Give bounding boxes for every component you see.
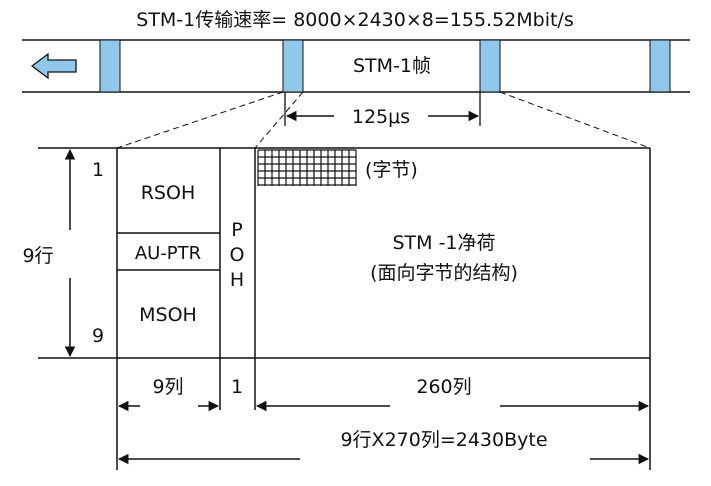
row-first-label: 1 — [92, 159, 104, 181]
row-last-label: 9 — [92, 325, 104, 347]
payload-cols-label: 260列 — [416, 376, 471, 398]
rsoh-label: RSOH — [141, 182, 196, 204]
frame-label: STM-1帧 — [353, 55, 431, 77]
payload-subtitle: (面向字节的结构) — [370, 262, 518, 284]
poh-cols-label: 1 — [231, 376, 243, 398]
title-text: STM-1传输速率= 8000×2430×8=155.52Mbit/s — [136, 9, 573, 31]
poh-letter-h: H — [230, 269, 244, 291]
expand-line-left — [116, 91, 284, 149]
byte-label: (字节) — [365, 159, 418, 181]
soh-cols-label: 9列 — [152, 376, 183, 398]
expand-line-mid — [254, 91, 304, 149]
frame-marker-2 — [282, 39, 304, 93]
poh-letter-o: O — [230, 244, 245, 266]
rows-label: 9行 — [22, 245, 53, 267]
poh-letter-p: P — [231, 219, 242, 241]
payload-title: STM -1净荷 — [392, 232, 495, 254]
total-label: 9行X270列=2430Byte — [340, 429, 547, 451]
frame-marker-3 — [479, 39, 501, 93]
frame-marker-4 — [649, 39, 671, 93]
period-label: 125μs — [352, 106, 410, 128]
expand-line-right — [499, 91, 651, 149]
frame-marker-1 — [99, 39, 121, 93]
byte-grid-icon — [257, 149, 357, 186]
direction-arrow-icon — [30, 52, 77, 80]
auptr-label: AU-PTR — [135, 243, 201, 264]
msoh-label: MSOH — [139, 304, 197, 326]
